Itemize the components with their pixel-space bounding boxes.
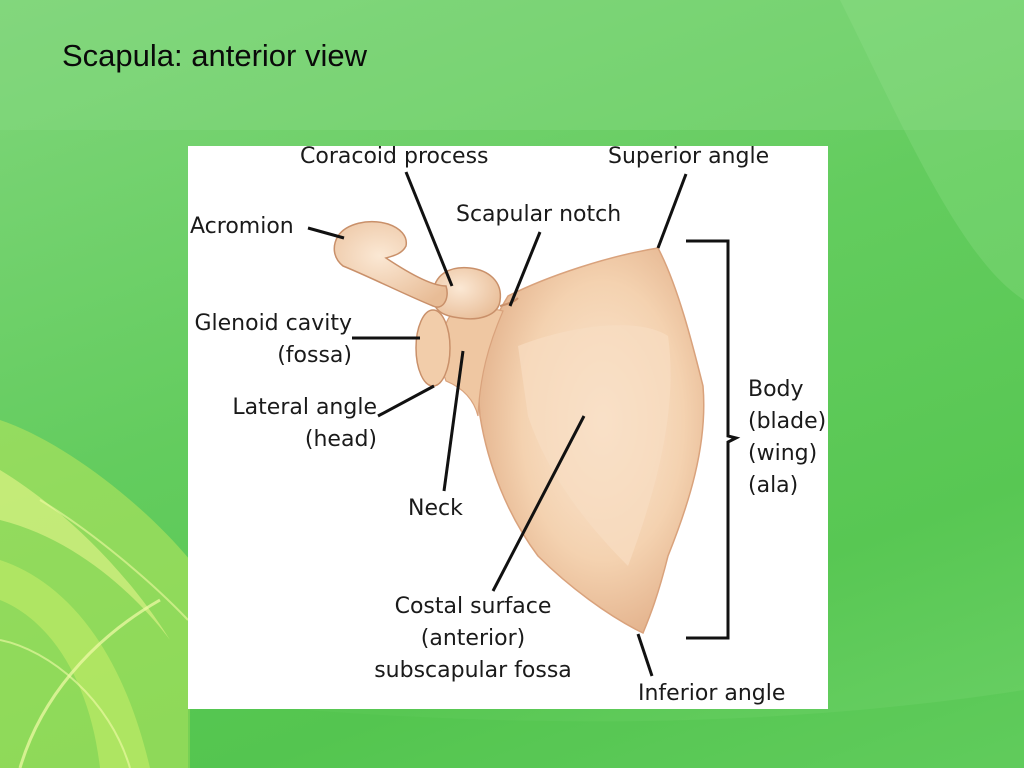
scapula-illustration — [307, 171, 741, 677]
scapula-diagram-panel: Coracoid process Superior angle Scapular… — [188, 144, 828, 709]
label-scapular-notch: Scapular notch — [456, 202, 622, 227]
label-coracoid-process: Coracoid process — [300, 144, 489, 169]
leader-lines — [307, 171, 688, 677]
label-inferior-angle: Inferior angle — [638, 681, 786, 706]
label-body-line1: Body — [748, 377, 804, 402]
glenoid-cavity-shape — [415, 309, 451, 387]
label-lateral-angle-line1: Lateral angle — [232, 395, 377, 420]
body-bracket — [686, 239, 741, 640]
label-body-line3: (wing) — [748, 441, 818, 466]
slide-title: Scapula: anterior view — [62, 38, 367, 73]
acromion-shape — [333, 220, 448, 308]
label-superior-angle: Superior angle — [608, 144, 770, 169]
label-glenoid-cavity-line1: Glenoid cavity — [194, 311, 352, 336]
label-costal-surface-line2: (anterior) — [420, 626, 526, 651]
label-glenoid-cavity-line2: (fossa) — [277, 343, 352, 368]
label-neck: Neck — [408, 496, 463, 521]
label-costal-surface-line3: subscapular fossa — [374, 658, 572, 683]
label-body-line2: (blade) — [748, 409, 827, 434]
label-acromion: Acromion — [190, 214, 294, 239]
label-costal-surface-line1: Costal surface — [394, 594, 552, 619]
subscapular-fossa-shading — [518, 325, 671, 566]
label-body-line4: (ala) — [748, 473, 799, 498]
label-lateral-angle-line2: (head) — [304, 427, 377, 452]
